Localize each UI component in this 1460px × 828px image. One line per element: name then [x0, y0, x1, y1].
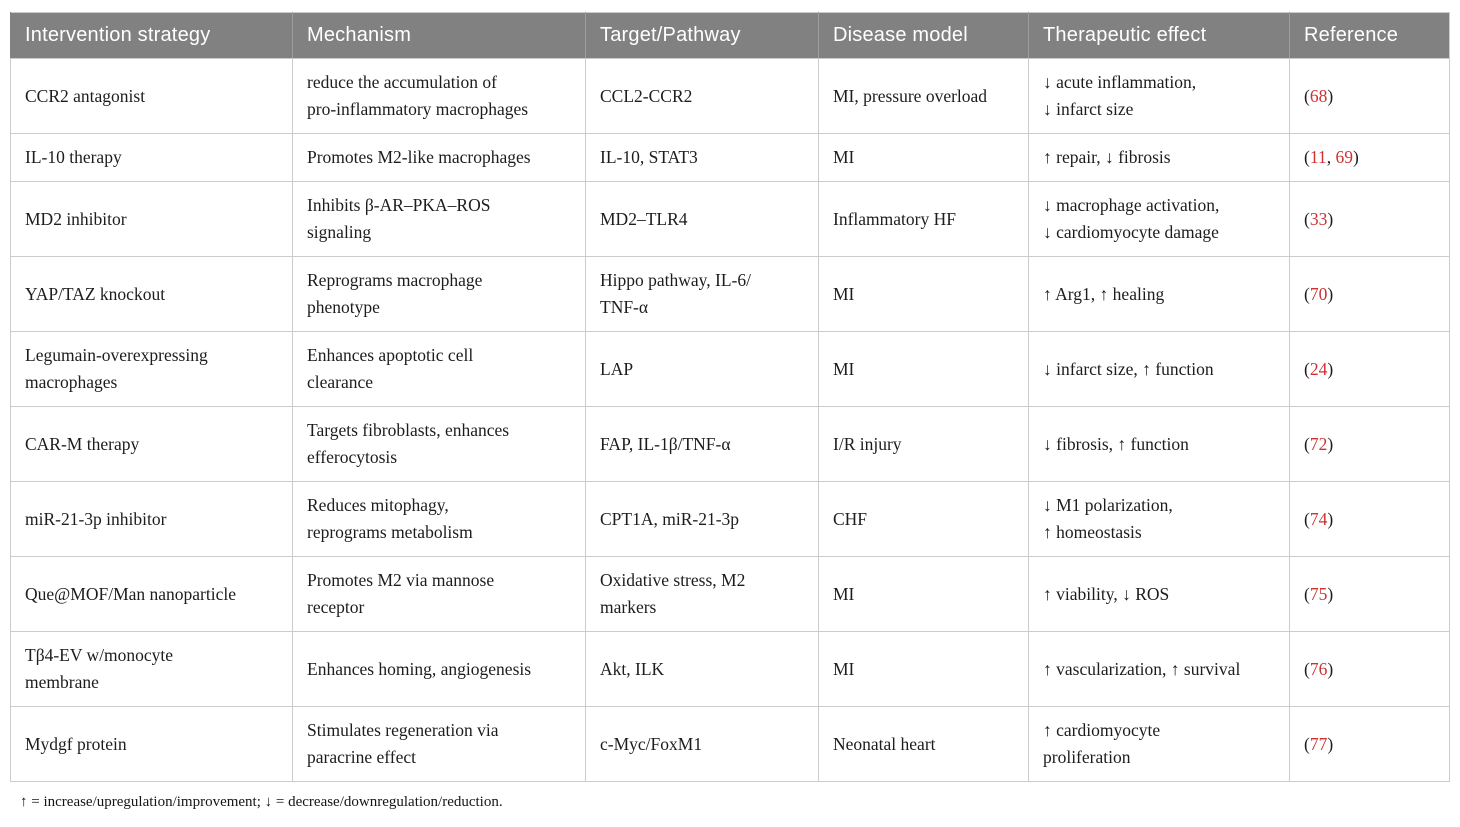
cell-mechanism: Reduces mitophagy, reprograms metabolism — [292, 481, 586, 557]
cell-reference: (11, 69) — [1289, 133, 1450, 182]
cell-target: LAP — [585, 331, 819, 407]
cell-model: MI, pressure overload — [818, 58, 1029, 134]
cell-target: CCL2-CCR2 — [585, 58, 819, 134]
header-cell-strategy: Intervention strategy — [10, 12, 293, 59]
cell-effect: ↑ viability, ↓ ROS — [1028, 556, 1290, 632]
cell-reference: (24) — [1289, 331, 1450, 407]
cell-mechanism: reduce the accumulation of pro-inflammat… — [292, 58, 586, 134]
cell-model: Neonatal heart — [818, 706, 1029, 782]
reference-link[interactable]: 76 — [1309, 658, 1328, 679]
cell-effect: ↓ M1 polarization, ↑ homeostasis — [1028, 481, 1290, 557]
reference-link[interactable]: 74 — [1309, 508, 1328, 529]
reference-link[interactable]: 70 — [1309, 283, 1328, 304]
cell-reference: (72) — [1289, 406, 1450, 482]
reference-link[interactable]: 24 — [1309, 358, 1328, 379]
cell-target: FAP, IL-1β/TNF-α — [585, 406, 819, 482]
cell-reference: (33) — [1289, 181, 1450, 257]
cell-model: MI — [818, 133, 1029, 182]
reference-link[interactable]: 72 — [1309, 433, 1328, 454]
cell-mechanism: Promotes M2 via mannose receptor — [292, 556, 586, 632]
cell-strategy: Tβ4-EV w/monocyte membrane — [10, 631, 293, 707]
cell-mechanism: Enhances homing, angiogenesis — [292, 631, 586, 707]
cell-strategy: miR-21-3p inhibitor — [10, 481, 293, 557]
cell-model: MI — [818, 331, 1029, 407]
cell-effect: ↑ vascularization, ↑ survival — [1028, 631, 1290, 707]
reference-link[interactable]: 77 — [1309, 733, 1328, 754]
table-footnote: ↑ = increase/upregulation/improvement; ↓… — [20, 794, 503, 810]
cell-effect: ↓ macrophage activation, ↓ cardiomyocyte… — [1028, 181, 1290, 257]
cell-effect: ↓ infarct size, ↑ function — [1028, 331, 1290, 407]
cell-strategy: Legumain-overexpressing macrophages — [10, 331, 293, 407]
cell-reference: (74) — [1289, 481, 1450, 557]
cell-target: Oxidative stress, M2 markers — [585, 556, 819, 632]
header-cell-model: Disease model — [818, 12, 1029, 59]
cell-model: Inflammatory HF — [818, 181, 1029, 257]
cell-strategy: IL-10 therapy — [10, 133, 293, 182]
cell-target: Hippo pathway, IL-6/ TNF-α — [585, 256, 819, 332]
reference-link[interactable]: 68 — [1309, 85, 1328, 106]
cell-model: MI — [818, 256, 1029, 332]
cell-target: MD2–TLR4 — [585, 181, 819, 257]
cell-effect: ↑ cardiomyocyte proliferation — [1028, 706, 1290, 782]
cell-target: IL-10, STAT3 — [585, 133, 819, 182]
cell-strategy: Mydgf protein — [10, 706, 293, 782]
cell-reference: (70) — [1289, 256, 1450, 332]
cell-mechanism: Inhibits β-AR–PKA–ROS signaling — [292, 181, 586, 257]
header-cell-mechanism: Mechanism — [292, 12, 586, 59]
cell-reference: (77) — [1289, 706, 1450, 782]
cell-effect: ↑ repair, ↓ fibrosis — [1028, 133, 1290, 182]
cell-effect: ↑ Arg1, ↑ healing — [1028, 256, 1290, 332]
cell-model: MI — [818, 556, 1029, 632]
cell-target: c-Myc/FoxM1 — [585, 706, 819, 782]
cell-reference: (76) — [1289, 631, 1450, 707]
cell-target: Akt, ILK — [585, 631, 819, 707]
cell-mechanism: Enhances apoptotic cell clearance — [292, 331, 586, 407]
cell-strategy: CAR-M therapy — [10, 406, 293, 482]
cell-model: MI — [818, 631, 1029, 707]
cell-reference: (75) — [1289, 556, 1450, 632]
header-cell-effect: Therapeutic effect — [1028, 12, 1290, 59]
reference-link[interactable]: 33 — [1309, 208, 1328, 229]
reference-link[interactable]: 11 — [1309, 147, 1327, 167]
cell-model: CHF — [818, 481, 1029, 557]
cell-reference: (68) — [1289, 58, 1450, 134]
header-cell-target: Target/Pathway — [585, 12, 819, 59]
cell-mechanism: Stimulates regeneration via paracrine ef… — [292, 706, 586, 782]
cell-strategy: MD2 inhibitor — [10, 181, 293, 257]
cell-effect: ↓ fibrosis, ↑ function — [1028, 406, 1290, 482]
cell-mechanism: Reprograms macrophage phenotype — [292, 256, 586, 332]
cell-model: I/R injury — [818, 406, 1029, 482]
cell-strategy: CCR2 antagonist — [10, 58, 293, 134]
header-cell-reference: Reference — [1289, 12, 1450, 59]
reference-link[interactable]: 75 — [1309, 583, 1328, 604]
cell-target: CPT1A, miR-21-3p — [585, 481, 819, 557]
cell-effect: ↓ acute inflammation, ↓ infarct size — [1028, 58, 1290, 134]
cell-strategy: Que@MOF/Man nanoparticle — [10, 556, 293, 632]
cell-mechanism: Targets fibroblasts, enhances efferocyto… — [292, 406, 586, 482]
cell-strategy: YAP/TAZ knockout — [10, 256, 293, 332]
reference-link[interactable]: 69 — [1335, 147, 1353, 167]
cell-mechanism: Promotes M2-like macrophages — [292, 133, 586, 182]
